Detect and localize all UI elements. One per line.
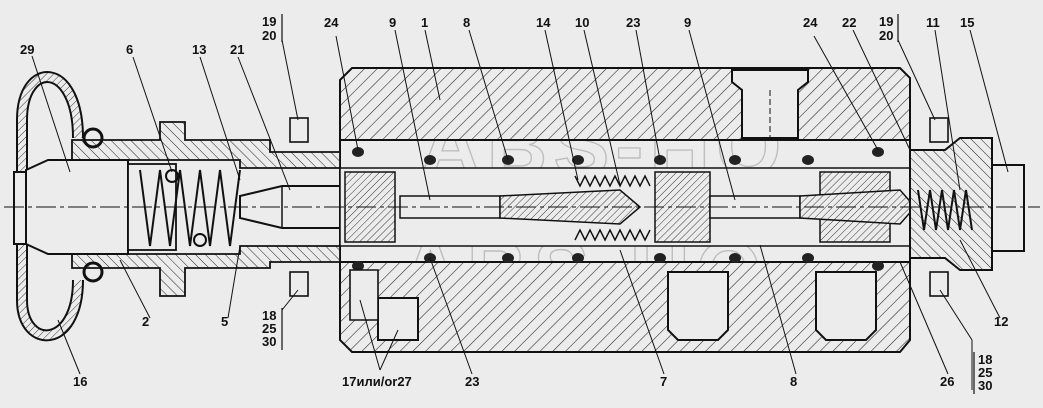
bottom-port-plugs <box>349 269 877 341</box>
label-2: 2 <box>142 314 149 329</box>
label-23-bottom: 23 <box>465 374 479 389</box>
bolts <box>289 117 949 297</box>
label-30-right: 30 <box>978 378 992 393</box>
label-17-or-27: 17или/or27 <box>342 374 412 389</box>
label-16: 16 <box>73 374 87 389</box>
label-29: 29 <box>20 42 34 57</box>
label-20-right: 20 <box>879 28 893 43</box>
label-7: 7 <box>660 374 667 389</box>
label-23-top: 23 <box>626 15 640 30</box>
label-24-right: 24 <box>803 15 818 30</box>
label-15: 15 <box>960 15 974 30</box>
right-end-cap <box>909 137 1025 271</box>
label-18-right: 18 <box>978 352 992 367</box>
label-8-top: 8 <box>463 15 470 30</box>
label-19-right: 19 <box>879 14 893 29</box>
label-19-left: 19 <box>262 14 276 29</box>
valve-body <box>339 67 911 353</box>
label-9-right: 9 <box>684 15 691 30</box>
label-12: 12 <box>994 314 1008 329</box>
leader-lines <box>31 16 1009 390</box>
label-brackets <box>281 14 975 394</box>
callout-labels: 29 6 13 21 19 20 24 9 1 8 14 10 23 9 24 … <box>20 14 1008 393</box>
label-22: 22 <box>842 15 856 30</box>
label-5: 5 <box>221 314 228 329</box>
label-24-left: 24 <box>324 15 339 30</box>
label-26: 26 <box>940 374 954 389</box>
label-13: 13 <box>192 42 206 57</box>
spring-left <box>139 169 241 247</box>
top-port-plug <box>731 69 809 139</box>
label-20-left: 20 <box>262 28 276 43</box>
label-1: 1 <box>421 15 428 30</box>
label-10: 10 <box>575 15 589 30</box>
label-9-left: 9 <box>389 15 396 30</box>
label-30-left: 30 <box>262 334 276 349</box>
label-14: 14 <box>536 15 551 30</box>
label-6: 6 <box>126 42 133 57</box>
label-25-left: 25 <box>262 321 276 336</box>
label-18-left: 18 <box>262 308 276 323</box>
label-21: 21 <box>230 42 244 57</box>
label-8-bottom: 8 <box>790 374 797 389</box>
label-25-right: 25 <box>978 365 992 380</box>
label-11: 11 <box>926 15 940 30</box>
